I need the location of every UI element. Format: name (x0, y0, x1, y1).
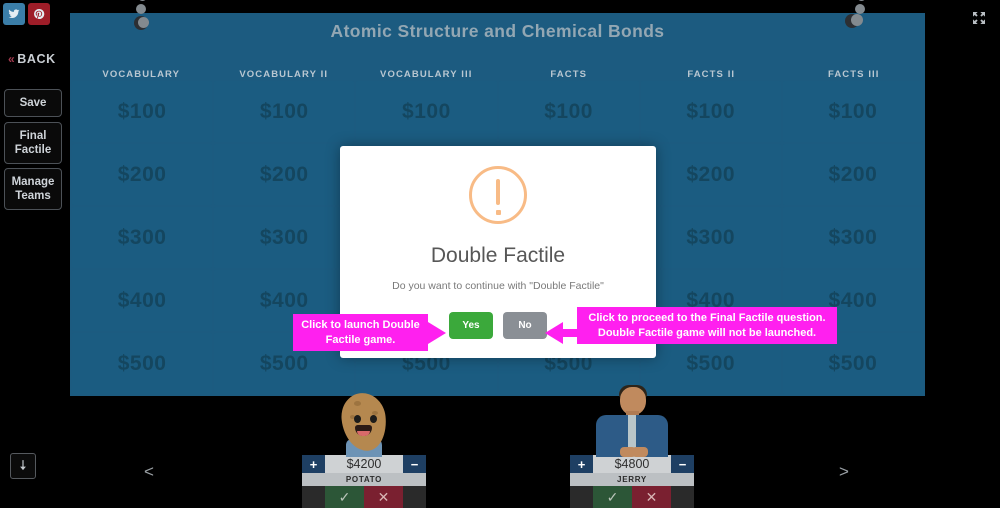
dialog-title: Double Factile (430, 244, 566, 267)
judge-row: ✓ ✕ (302, 486, 426, 508)
mark-correct-button[interactable]: ✓ (593, 486, 632, 508)
twitter-share-button[interactable] (3, 3, 25, 25)
potato-avatar (302, 390, 426, 457)
question-tile[interactable]: $300 (640, 207, 781, 268)
social-share-group (3, 3, 50, 25)
team-score[interactable]: $4800 (593, 455, 671, 473)
yes-button[interactable]: Yes (449, 312, 493, 339)
mark-wrong-button[interactable]: ✕ (364, 486, 403, 508)
plus-icon: + (577, 456, 586, 472)
manage-teams-button[interactable]: Manage Teams (4, 168, 62, 210)
category-header[interactable]: FACTS II (687, 69, 736, 80)
team-panel: + $4800 − JERRY ✓ ✕ (570, 385, 694, 508)
twitter-icon (8, 9, 20, 19)
molecule-decoration-right (843, 0, 879, 32)
fullscreen-expand-icon (973, 12, 985, 24)
fullscreen-button[interactable] (968, 7, 990, 29)
dialog-message: Do you want to continue with "Double Fac… (392, 280, 604, 292)
download-button[interactable] (10, 453, 36, 479)
mark-wrong-button[interactable]: ✕ (632, 486, 671, 508)
annotation-launch-game: Click to launch Double Factile game. (293, 314, 428, 351)
question-tile[interactable]: $400 (72, 270, 213, 331)
minus-icon: − (678, 456, 687, 472)
question-tile[interactable]: $300 (782, 207, 923, 268)
warning-exclamation-icon (469, 166, 527, 224)
next-team-arrow[interactable]: > (839, 462, 849, 481)
category-header[interactable]: VOCABULARY III (380, 69, 473, 80)
question-tile[interactable]: $300 (72, 207, 213, 268)
team-panel: + $4200 − POTATO ✓ ✕ (302, 390, 426, 508)
increase-score-button[interactable]: + (570, 455, 593, 473)
download-arrow-icon (20, 460, 26, 471)
team-name[interactable]: JERRY (570, 473, 694, 486)
question-tile[interactable]: $100 (782, 81, 923, 142)
previous-team-arrow[interactable]: < (144, 462, 154, 481)
increase-score-button[interactable]: + (302, 455, 325, 473)
team-score[interactable]: $4200 (325, 455, 403, 473)
score-row: + $4800 − (570, 455, 694, 473)
question-tile[interactable]: $100 (640, 81, 781, 142)
question-tile[interactable]: $100 (214, 81, 355, 142)
page-title: Atomic Structure and Chemical Bonds (330, 21, 665, 41)
plus-icon: + (309, 456, 318, 472)
annotation-arrow-left (428, 322, 446, 344)
question-tile[interactable]: $100 (72, 81, 213, 142)
annotation-proceed-final: Click to proceed to the Final Factile qu… (577, 307, 837, 344)
question-tile[interactable]: $100 (356, 81, 497, 142)
question-tile[interactable]: $200 (782, 144, 923, 205)
yes-button-label: Yes (462, 320, 480, 331)
save-button-label: Save (19, 97, 47, 109)
pinterest-icon (34, 8, 45, 19)
back-chevron-icon: « (8, 52, 16, 66)
decrease-score-button[interactable]: − (403, 455, 426, 473)
man-in-suit-avatar (570, 385, 694, 457)
category-header[interactable]: VOCABULARY II (239, 69, 329, 80)
team-name[interactable]: POTATO (302, 473, 426, 486)
category-header[interactable]: VOCABULARY (102, 69, 181, 80)
question-tile[interactable]: $200 (214, 144, 355, 205)
question-tile[interactable]: $300 (214, 207, 355, 268)
molecule-decoration-left (128, 0, 164, 32)
question-tile[interactable]: $200 (72, 144, 213, 205)
no-button[interactable]: No (503, 312, 547, 339)
annotation-arrow-right (545, 322, 563, 344)
save-button[interactable]: Save (4, 89, 62, 117)
back-label: BACK (17, 52, 56, 66)
minus-icon: − (410, 456, 419, 472)
final-factile-button-label: Final Factile (14, 130, 52, 156)
question-tile[interactable]: $500 (72, 333, 213, 394)
category-header[interactable]: FACTS (550, 69, 588, 80)
decrease-score-button[interactable]: − (671, 455, 694, 473)
no-button-label: No (518, 320, 532, 331)
score-row: + $4200 − (302, 455, 426, 473)
category-header-row: VOCABULARY VOCABULARY II VOCABULARY III FAC… (70, 69, 925, 80)
question-tile[interactable]: $200 (640, 144, 781, 205)
judge-row: ✓ ✕ (570, 486, 694, 508)
mark-correct-button[interactable]: ✓ (325, 486, 364, 508)
pinterest-share-button[interactable] (28, 3, 50, 25)
annotation-arrow-stem-right (562, 329, 580, 337)
dialog-button-row: Yes No (340, 312, 656, 339)
back-link[interactable]: «BACK (8, 52, 56, 66)
final-factile-button[interactable]: Final Factile (4, 122, 62, 164)
category-header[interactable]: FACTS III (827, 69, 880, 80)
manage-teams-button-label: Manage Teams (11, 176, 55, 202)
question-tile[interactable]: $100 (498, 81, 639, 142)
